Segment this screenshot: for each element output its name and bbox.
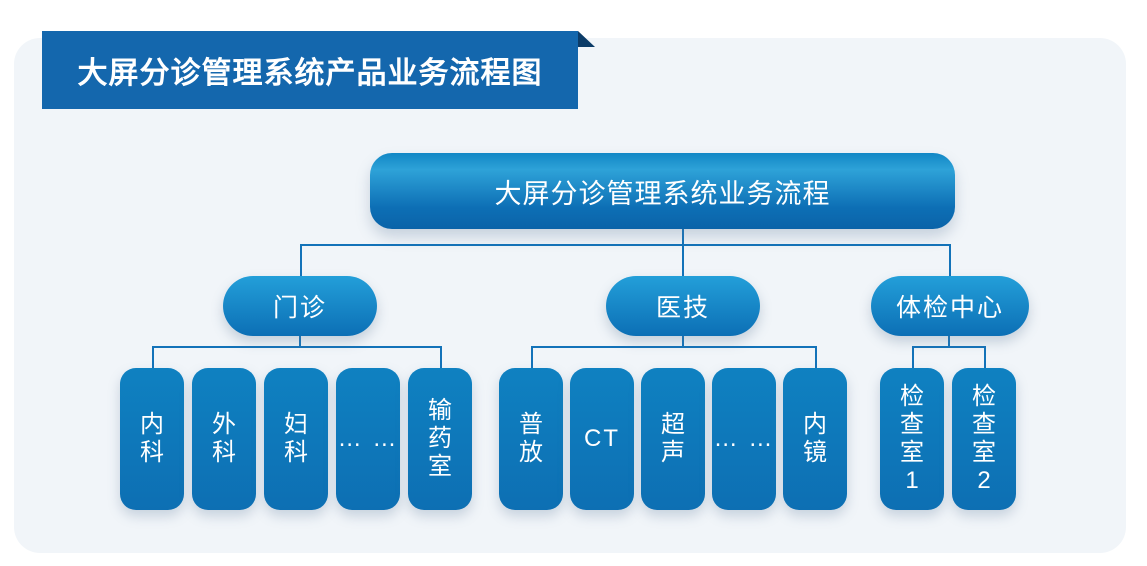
connector-line <box>440 346 442 368</box>
branch-node-outpatient: 门诊 <box>223 276 377 336</box>
connector-line <box>682 229 684 276</box>
leaf-node-ellipsis: … … <box>712 368 776 510</box>
leaf-label: 外科 <box>212 411 236 466</box>
connector-line <box>531 346 817 348</box>
connector-line <box>152 346 154 368</box>
connector-line <box>682 335 684 347</box>
connector-line <box>912 346 914 368</box>
root-node: 大屏分诊管理系统业务流程 <box>370 153 955 229</box>
leaf-node-endoscopy: 内镜 <box>783 368 847 510</box>
branch-label: 门诊 <box>272 294 327 322</box>
leaf-node-internal-medicine: 内科 <box>120 368 184 510</box>
leaf-label: 普放 <box>519 411 543 466</box>
leaf-node-ultrasound: 超声 <box>641 368 705 510</box>
connector-line <box>948 335 950 347</box>
branch-node-exam-center: 体检中心 <box>871 276 1029 336</box>
connector-line <box>949 244 951 276</box>
leaf-node-surgery: 外科 <box>192 368 256 510</box>
connector-line <box>299 335 301 347</box>
branch-node-medtech: 医技 <box>606 276 760 336</box>
branch-label: 医技 <box>655 294 710 322</box>
title-banner: 大屏分诊管理系统产品业务流程图 <box>42 31 578 109</box>
leaf-label: 超声 <box>661 411 685 466</box>
connector-line <box>300 244 951 246</box>
leaf-label: 输药室 <box>428 397 452 480</box>
leaf-node-radiology: 普放 <box>499 368 563 510</box>
root-node-label: 大屏分诊管理系统业务流程 <box>494 178 831 209</box>
leaf-label: … … <box>713 425 775 452</box>
connector-line <box>152 346 442 348</box>
leaf-label: 内镜 <box>803 411 827 466</box>
leaf-label: CT <box>584 425 620 452</box>
leaf-node-pharmacy-room: 输药室 <box>408 368 472 510</box>
leaf-node-ct: CT <box>570 368 634 510</box>
connector-line <box>300 244 302 276</box>
leaf-node-gynecology: 妇科 <box>264 368 328 510</box>
connector-line <box>531 346 533 368</box>
leaf-label: 妇科 <box>284 411 308 466</box>
connector-line <box>912 346 986 348</box>
branch-label: 体检中心 <box>895 294 1004 322</box>
leaf-node-ellipsis: … … <box>336 368 400 510</box>
page-title: 大屏分诊管理系统产品业务流程图 <box>77 57 543 90</box>
connector-line <box>815 346 817 368</box>
leaf-label: … … <box>337 425 399 452</box>
leaf-label: 内科 <box>140 411 164 466</box>
connector-line <box>984 346 986 368</box>
